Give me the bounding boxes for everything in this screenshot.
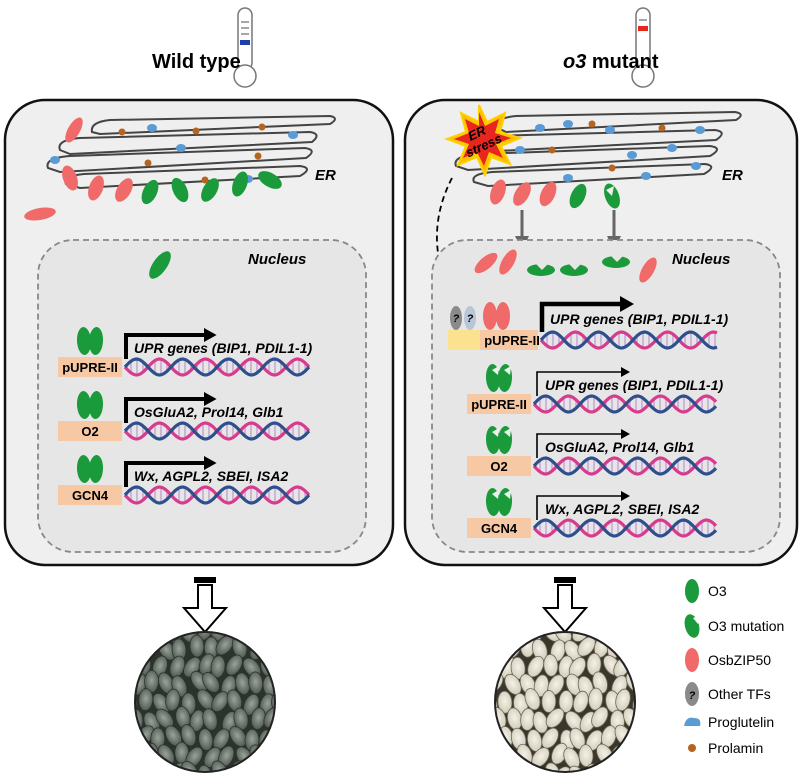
- wild-grain-image: [134, 631, 276, 773]
- wild-er-label: ER: [315, 167, 336, 184]
- promoter-box-label: pUPRE-II: [62, 360, 118, 375]
- legend-label-proglutelin: Proglutelin: [708, 714, 774, 730]
- promoter-box-label: pUPRE-II: [471, 397, 527, 412]
- legend-osbzip50: OsbZIP50: [685, 648, 771, 672]
- question-icon: ?: [689, 690, 696, 702]
- wild-promoter-rows: pUPRE-II UPR genes (BIP1, PDIL1-1) O2 OsGlu…: [58, 327, 313, 505]
- promoter-row: GCN4 Wx, AGPL2, SBEI, ISA2: [58, 455, 311, 505]
- mutant-promoter-rows: pUPRE-II??UPR genes (BIP1, PDIL1-1)pUPRE…: [448, 296, 729, 538]
- mutant-output-arrow: [541, 577, 589, 634]
- question-icon: ?: [453, 313, 460, 325]
- target-genes-label: OsGluA2, Prol14, Glb1: [545, 439, 695, 455]
- legend-o3-mutation: O3 mutation: [684, 614, 784, 638]
- target-genes-label: UPR genes (BIP1, PDIL1-1): [545, 377, 724, 393]
- legend-proglutelin: Proglutelin: [684, 714, 774, 730]
- legend-label-prolamin: Prolamin: [708, 740, 763, 756]
- target-genes-label: OsGluA2, Prol14, Glb1: [134, 404, 284, 420]
- target-genes-label: Wx, AGPL2, SBEI, ISA2: [134, 468, 289, 484]
- svg-text:pUPRE-II: pUPRE-II: [484, 333, 540, 348]
- mutant-er-cargo: [515, 120, 705, 182]
- target-genes-label: UPR genes (BIP1, PDIL1-1): [550, 311, 729, 327]
- legend-label-osbzip50: OsbZIP50: [708, 652, 771, 668]
- target-genes-label: UPR genes (BIP1, PDIL1-1): [134, 340, 313, 356]
- target-genes-label: Wx, AGPL2, SBEI, ISA2: [545, 501, 700, 517]
- promoter-row: pUPRE-II UPR genes (BIP1, PDIL1-1): [58, 327, 313, 377]
- wild-free-o3: [149, 251, 171, 279]
- mutant-nucleus-label: Nucleus: [672, 251, 730, 268]
- mutant-er-proteins: [490, 179, 620, 209]
- promoter-box-label: O2: [81, 424, 98, 439]
- promoter-row: GCN4 Wx, AGPL2, SBEI, ISA2: [467, 488, 718, 538]
- promoter-box-label: GCN4: [72, 488, 109, 503]
- promoter-row: pUPRE-II UPR genes (BIP1, PDIL1-1): [467, 364, 724, 414]
- mutant-free-proteins: [474, 249, 657, 283]
- legend-label-o3-mutation: O3 mutation: [708, 618, 784, 634]
- wild-output-arrow: [181, 577, 229, 634]
- legend-other-tfs: ? Other TFs: [685, 682, 771, 706]
- thermometer-mutant: [631, 7, 655, 88]
- er-stress-burst: ER stress: [444, 104, 523, 178]
- wild-type-title: Wild type: [152, 51, 241, 73]
- er-stress-line1: ER: [465, 122, 488, 143]
- thermometer-wild: [233, 7, 257, 88]
- promoter-row: O2 OsGluA2, Prol14, Glb1: [467, 426, 718, 476]
- legend-label-o3: O3: [708, 583, 727, 599]
- mutant-er-label: ER: [722, 167, 743, 184]
- wild-nucleus-label: Nucleus: [248, 251, 306, 268]
- promoter-row-activated: pUPRE-II?? UPR genes (BIP1, PDIL1-1): [448, 296, 729, 350]
- wild-nucleus: [37, 239, 367, 553]
- legend: O3 O3 mutation OsbZIP50 ? Other TFs Prog…: [684, 579, 784, 756]
- promoter-box-label: O2: [490, 459, 507, 474]
- wild-er-cargo: [50, 123, 298, 184]
- promoter-box-label: GCN4: [481, 521, 518, 536]
- stress-signal-arrow: [436, 177, 458, 309]
- wild-er-proteins: [24, 117, 282, 221]
- legend-label-other-tfs: Other TFs: [708, 686, 771, 702]
- legend-prolamin: Prolamin: [688, 740, 763, 756]
- promoter-row: O2 OsGluA2, Prol14, Glb1: [58, 391, 311, 441]
- mutant-grain-image: [494, 631, 636, 773]
- question-icon: ?: [467, 313, 474, 325]
- mutant-title: o3 mutant: [563, 51, 659, 73]
- legend-o3: O3: [685, 579, 727, 603]
